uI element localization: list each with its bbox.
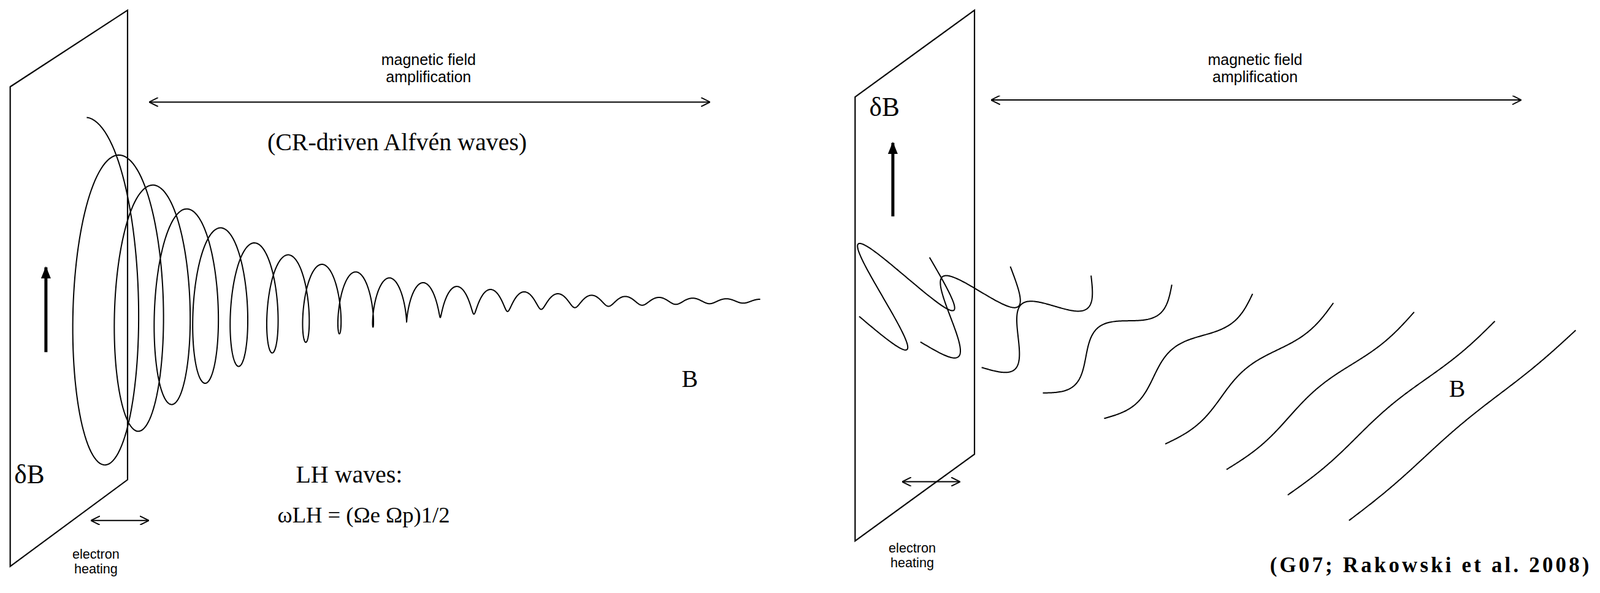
wave-label: LH waves: — [296, 461, 403, 489]
field-arrow — [891, 142, 895, 217]
wave-segment — [1287, 321, 1496, 496]
wave-segment — [1226, 312, 1415, 470]
shock-plane — [10, 10, 128, 567]
wave-segment — [1349, 330, 1577, 521]
wave-segment — [1165, 302, 1334, 445]
wave-label: (CR-driven Alfvén waves) — [267, 128, 527, 157]
span-arrow — [150, 101, 710, 103]
span-arrow — [91, 520, 149, 522]
wave-segment — [1043, 284, 1172, 394]
span-label: magnetic field amplification — [352, 50, 506, 86]
helical-wave — [72, 117, 761, 465]
wave-segment — [920, 266, 1021, 359]
span-label: magnetic field amplification — [1178, 50, 1333, 86]
field-symbol: B⃗ — [681, 365, 718, 394]
span-arrow — [991, 99, 1521, 101]
wave-segment — [981, 275, 1093, 373]
wave-segment — [857, 243, 955, 351]
field-symbol: B⃗ — [1449, 375, 1485, 403]
region-label: electron heating — [59, 547, 134, 577]
region-label: electron heating — [875, 540, 950, 571]
shock-plane — [854, 10, 975, 541]
span-arrow — [903, 481, 960, 483]
field-symbol: δB⃗ — [869, 91, 921, 122]
formula: ωLH = (Ωe Ωp)1/2 — [277, 502, 451, 528]
wave-segment — [1103, 293, 1253, 419]
citation: (G07; Rakowski et al. 2008) — [1270, 553, 1593, 578]
field-symbol: δB⃗ — [14, 459, 66, 489]
field-arrow — [44, 267, 48, 353]
